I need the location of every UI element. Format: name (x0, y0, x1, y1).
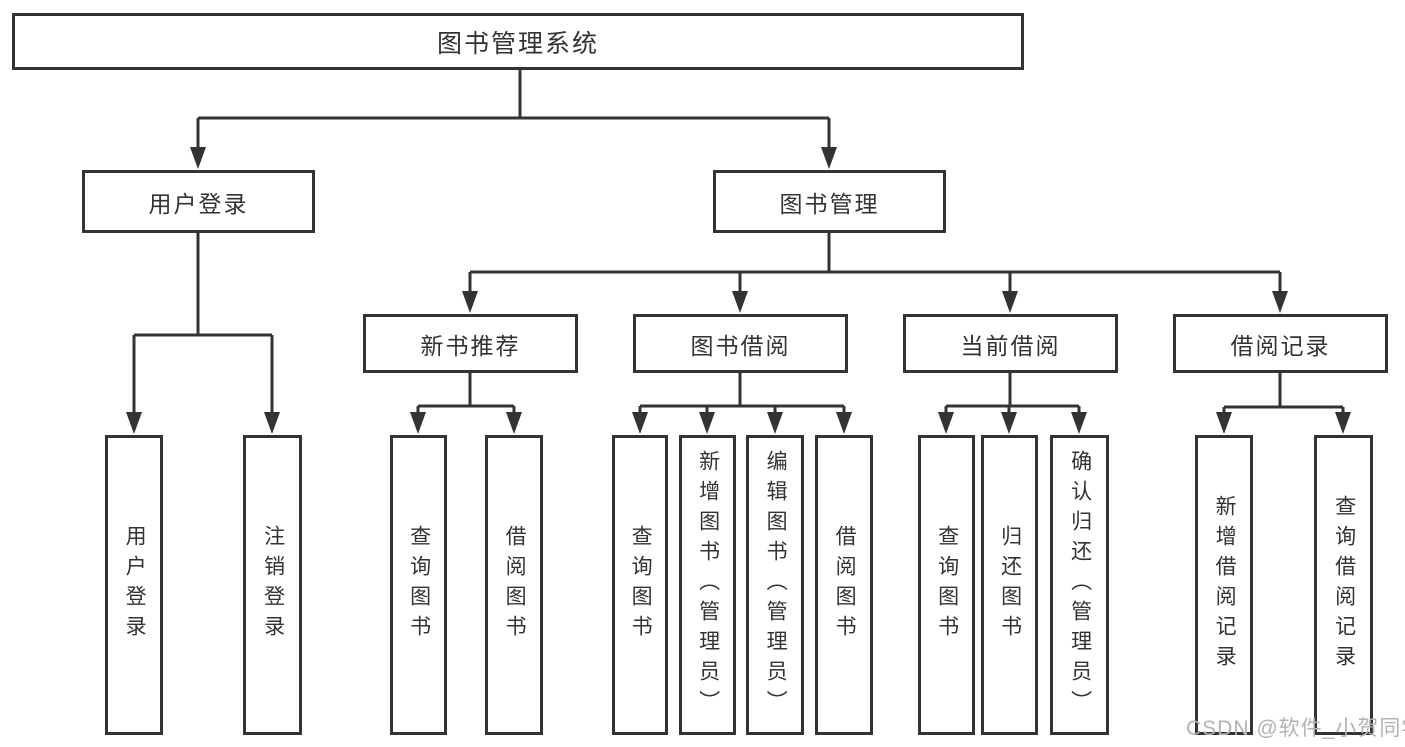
arrowheads-management-to-sections (462, 291, 1288, 313)
leaf-label: 查询图书 (935, 525, 959, 645)
leaf-return-books: 归还图书 (981, 435, 1038, 735)
connector-management-to-sections (468, 233, 1282, 292)
leaf-label: 确认归还（管理员） (1068, 450, 1092, 720)
arrowheads-borrow-to-leaves (632, 412, 852, 434)
leaf-logout: 注销登录 (243, 435, 302, 735)
connector-recommend-to-leaves (416, 373, 516, 413)
leaf-query-books-current: 查询图书 (918, 435, 975, 735)
watermark: CSDN @软件_小贺同学 (1186, 717, 1405, 740)
arrowheads-current-to-leaves (938, 412, 1087, 434)
leaf-label: 编辑图书（管理员） (764, 450, 788, 720)
leaf-label: 查询借阅记录 (1332, 495, 1356, 675)
leaf-add-borrow-record: 新增借阅记录 (1195, 435, 1253, 735)
node-book-borrow: 图书借阅 (633, 314, 848, 373)
leaf-label: 查询图书 (629, 525, 653, 645)
leaf-user-login: 用户登录 (105, 435, 163, 735)
leaf-label: 归还图书 (998, 525, 1022, 645)
node-borrow-records: 借阅记录 (1173, 314, 1388, 373)
leaf-query-books-borrow: 查询图书 (612, 435, 668, 735)
leaf-query-books-recommend: 查询图书 (390, 435, 447, 735)
leaf-label: 新增图书（管理员） (696, 450, 720, 720)
arrowheads-login-to-leaves (126, 412, 280, 434)
connector-login-to-leaves (132, 233, 274, 413)
leaf-borrow-books: 借阅图书 (815, 435, 873, 735)
connector-borrow-to-leaves (638, 373, 846, 413)
leaf-label: 注销登录 (261, 525, 285, 645)
node-new-book-recommend: 新书推荐 (363, 314, 578, 373)
leaf-query-borrow-record: 查询借阅记录 (1314, 435, 1373, 735)
node-root: 图书管理系统 (12, 13, 1024, 70)
leaf-edit-books-admin: 编辑图书（管理员） (746, 435, 804, 735)
leaf-label: 借阅图书 (833, 525, 857, 645)
leaf-confirm-return-admin: 确认归还（管理员） (1050, 435, 1109, 735)
node-current-borrow: 当前借阅 (903, 314, 1118, 373)
arrowheads-recommend-to-leaves (410, 412, 522, 434)
arrowheads-records-to-leaves (1216, 412, 1351, 434)
leaf-label: 新增借阅记录 (1213, 495, 1237, 675)
connector-records-to-leaves (1222, 373, 1345, 413)
connector-root-to-branches (196, 68, 831, 148)
leaf-label: 用户登录 (123, 525, 147, 645)
leaf-label: 查询图书 (407, 525, 431, 645)
connector-current-to-leaves (944, 373, 1081, 413)
leaf-add-books-admin: 新增图书（管理员） (679, 435, 736, 735)
node-user-login: 用户登录 (82, 170, 315, 233)
leaf-label: 借阅图书 (503, 525, 527, 645)
leaf-borrow-books-recommend: 借阅图书 (485, 435, 543, 735)
node-book-management: 图书管理 (713, 170, 946, 233)
arrowheads-root-to-branches (190, 147, 837, 169)
